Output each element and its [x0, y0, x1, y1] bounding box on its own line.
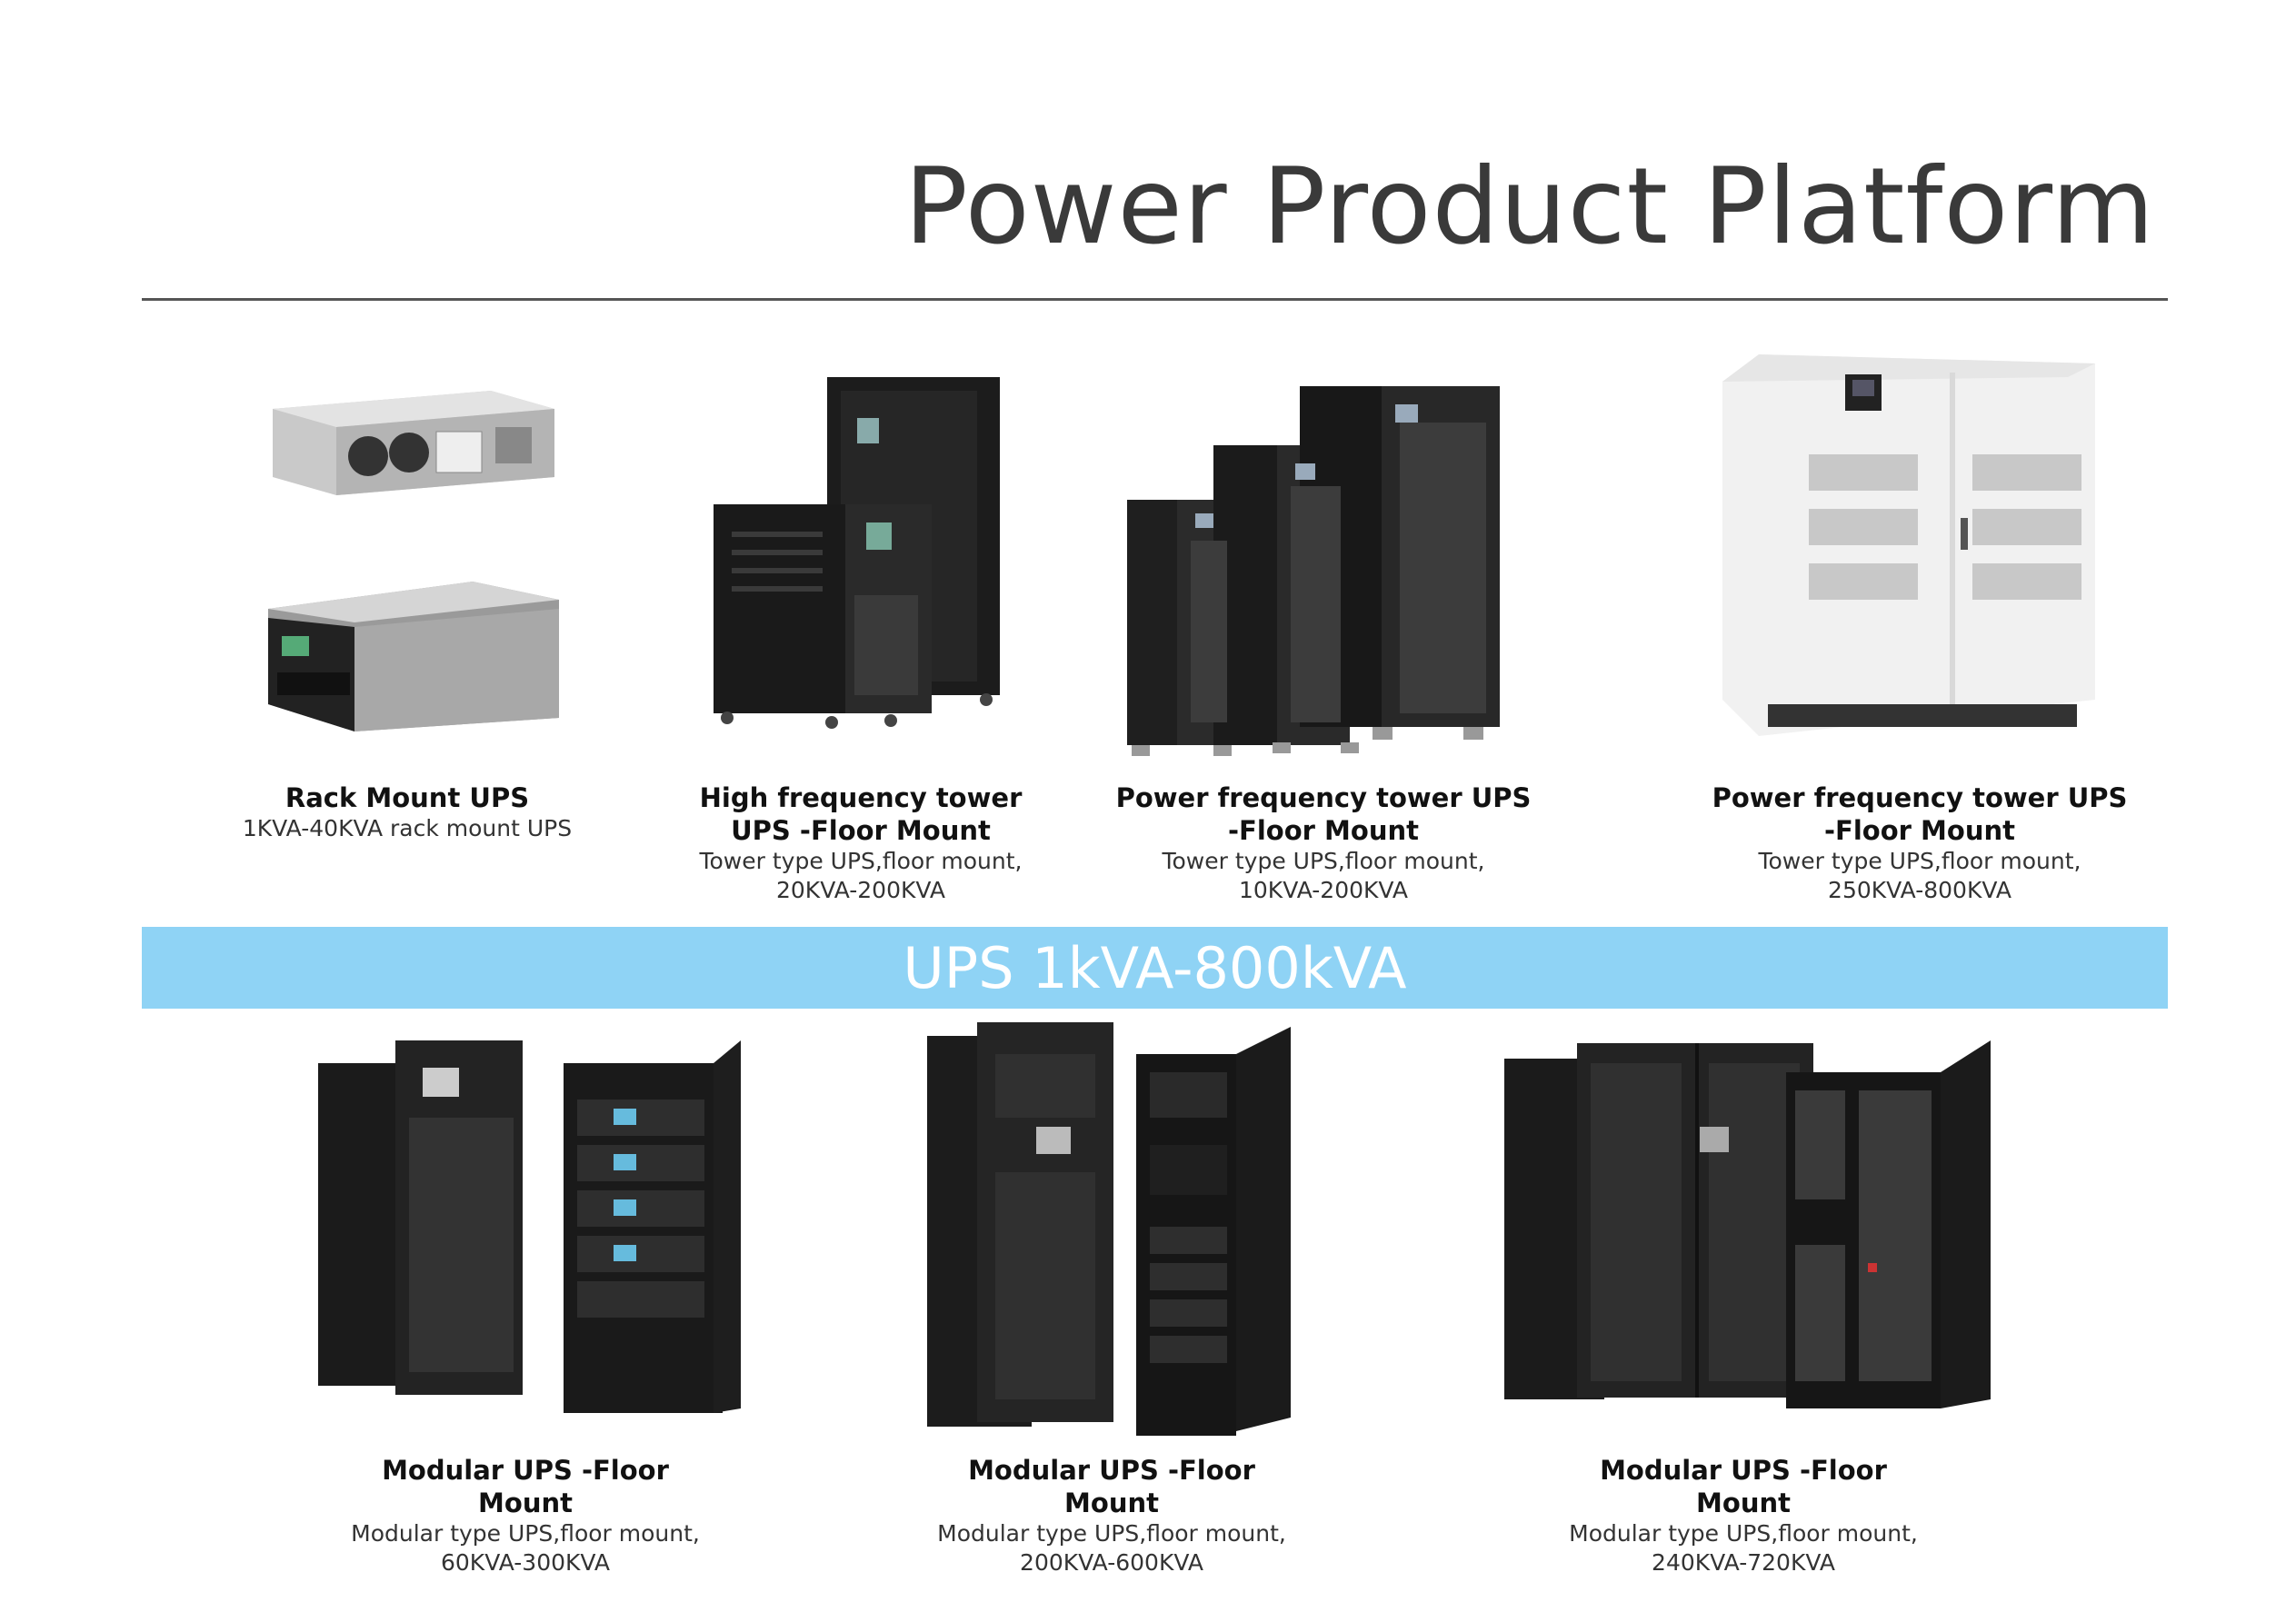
- high-frequency-tower-ups-image: [714, 377, 1013, 731]
- caption-subtitle: 240KVA-720KVA: [1652, 1549, 1835, 1576]
- caption-subtitle: Tower type UPS,floor mount,: [1758, 848, 2081, 874]
- range-banner: UPS 1kVA-800kVA: [142, 927, 2168, 1009]
- caption-modular-ups-240-720: Modular UPS -Floor Mount Modular type UP…: [1569, 1454, 1918, 1577]
- caption-title: Modular UPS -Floor: [1600, 1455, 1887, 1486]
- caption-subtitle: Modular type UPS,floor mount,: [351, 1520, 700, 1547]
- caption-subtitle: Modular type UPS,floor mount,: [937, 1520, 1286, 1547]
- caption-title: High frequency tower: [699, 782, 1023, 813]
- caption-title: Power frequency tower UPS: [1712, 782, 2128, 813]
- page-title: Power Product Platform: [903, 145, 2155, 268]
- caption-subtitle: 250KVA-800KVA: [1828, 877, 2011, 903]
- caption-modular-ups-200-600: Modular UPS -Floor Mount Modular type UP…: [937, 1454, 1286, 1577]
- caption-title: Power frequency tower UPS: [1115, 782, 1532, 813]
- modular-ups-240-720-image: [1504, 1036, 1995, 1418]
- caption-title: Modular UPS -Floor: [382, 1455, 669, 1486]
- title-divider: [142, 298, 2168, 301]
- caption-high-frequency-tower: High frequency tower UPS -Floor Mount To…: [699, 781, 1022, 905]
- rack-mount-ups-image: [264, 391, 564, 736]
- caption-subtitle: 60KVA-300KVA: [441, 1549, 610, 1576]
- caption-subtitle: 10KVA-200KVA: [1239, 877, 1408, 903]
- power-frequency-tower-ups-image: [1127, 386, 1554, 759]
- caption-title: Mount: [478, 1488, 573, 1518]
- caption-title: Rack Mount UPS: [285, 782, 530, 813]
- caption-subtitle: Tower type UPS,floor mount,: [1162, 848, 1485, 874]
- caption-title: Modular UPS -Floor: [968, 1455, 1255, 1486]
- caption-subtitle: 1KVA-40KVA rack mount UPS: [242, 815, 573, 841]
- large-power-frequency-ups-image: [1722, 354, 2104, 745]
- caption-rack-mount-ups: Rack Mount UPS 1KVA-40KVA rack mount UPS: [243, 781, 572, 843]
- caption-subtitle: Modular type UPS,floor mount,: [1569, 1520, 1918, 1547]
- caption-title: -Floor Mount: [1824, 815, 2015, 846]
- caption-subtitle: 200KVA-600KVA: [1020, 1549, 1203, 1576]
- caption-modular-ups-60-300: Modular UPS -Floor Mount Modular type UP…: [351, 1454, 700, 1577]
- modular-ups-200-600-image: [923, 1018, 1304, 1436]
- modular-ups-60-300-image: [314, 1036, 750, 1418]
- caption-title: -Floor Mount: [1228, 815, 1419, 846]
- caption-power-frequency-tower: Power frequency tower UPS -Floor Mount T…: [1116, 781, 1532, 905]
- caption-title: Mount: [1064, 1488, 1159, 1518]
- caption-title: Mount: [1696, 1488, 1791, 1518]
- caption-large-power-frequency-tower: Power frequency tower UPS -Floor Mount T…: [1712, 781, 2128, 905]
- caption-subtitle: Tower type UPS,floor mount,: [699, 848, 1023, 874]
- caption-title: UPS -Floor Mount: [731, 815, 991, 846]
- caption-subtitle: 20KVA-200KVA: [775, 877, 945, 903]
